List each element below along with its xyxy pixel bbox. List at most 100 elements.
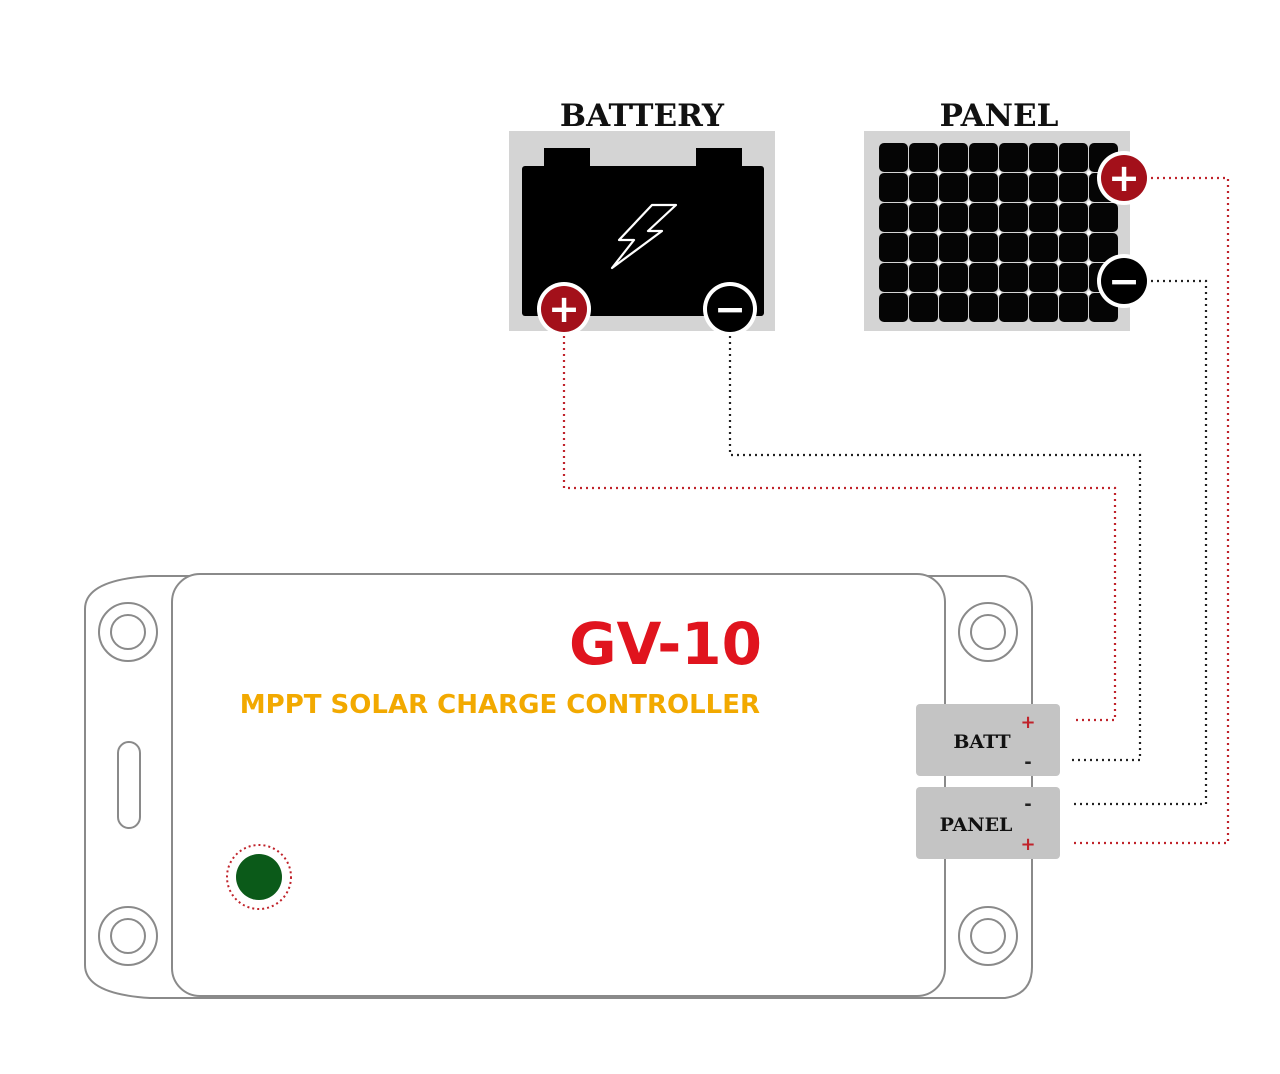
solar-cell-joint xyxy=(906,230,912,236)
solar-cell-joint xyxy=(1026,200,1032,206)
solar-cell-joint xyxy=(906,260,912,266)
batt-port-plus: + xyxy=(1020,712,1035,733)
solar-cell xyxy=(969,143,998,172)
solar-cell xyxy=(909,143,938,172)
solar-cell xyxy=(939,143,968,172)
panel-group: PANEL + − xyxy=(864,98,1151,331)
batt-port: BATT + - xyxy=(916,704,1060,776)
solar-cell xyxy=(879,233,908,262)
panel-label: PANEL xyxy=(940,98,1059,134)
svg-text:−: − xyxy=(1108,259,1140,303)
solar-cell-joint xyxy=(906,200,912,206)
controller-body xyxy=(171,573,946,997)
battery-group: BATTERY + − xyxy=(509,98,775,336)
solar-cell-joint xyxy=(906,290,912,296)
solar-cell xyxy=(999,263,1028,292)
solar-cell-joint xyxy=(1086,200,1092,206)
solar-cell xyxy=(879,203,908,232)
solar-cell-joint xyxy=(996,230,1002,236)
solar-cell xyxy=(1059,173,1088,202)
screw-hole-bottom-left xyxy=(98,906,158,966)
solar-cell-joint xyxy=(936,290,942,296)
solar-cell xyxy=(909,293,938,322)
controller-subtitle: MPPT SOLAR CHARGE CONTROLLER xyxy=(240,690,760,720)
solar-cell xyxy=(879,293,908,322)
solar-cell xyxy=(999,233,1028,262)
solar-cell-joint xyxy=(1026,170,1032,176)
solar-cell-joint xyxy=(1026,260,1032,266)
solar-cell-joint xyxy=(936,200,942,206)
wire-battery-positive xyxy=(562,336,1117,722)
solar-cell xyxy=(1029,233,1058,262)
solar-cell xyxy=(999,173,1028,202)
panel-port-label: PANEL xyxy=(940,814,1013,836)
solar-cell xyxy=(1059,293,1088,322)
solar-cell-joint xyxy=(966,200,972,206)
panel-negative-terminal: − xyxy=(1097,254,1151,308)
solar-cell xyxy=(1059,233,1088,262)
solar-cell-joint xyxy=(1056,290,1062,296)
solar-cell-joint xyxy=(996,170,1002,176)
charge-controller: GV-10 MPPT SOLAR CHARGE CONTROLLER BATT … xyxy=(84,573,1060,999)
solar-cell-joint xyxy=(966,290,972,296)
svg-text:+: + xyxy=(548,287,580,331)
solar-cell xyxy=(969,263,998,292)
solar-cell xyxy=(999,203,1028,232)
solar-cell xyxy=(969,233,998,262)
solar-cell-joint xyxy=(996,260,1002,266)
battery-positive-terminal: + xyxy=(537,282,591,336)
solar-cell-joint xyxy=(936,170,942,176)
svg-text:−: − xyxy=(714,287,746,331)
solar-cell xyxy=(879,143,908,172)
solar-panel-icon xyxy=(879,143,1118,322)
solar-cell-joint xyxy=(996,200,1002,206)
battery-label: BATTERY xyxy=(560,98,725,134)
solar-cell-joint xyxy=(1056,170,1062,176)
panel-port-minus: - xyxy=(1024,794,1031,815)
solar-cell xyxy=(909,173,938,202)
battery-icon xyxy=(522,148,764,316)
solar-cell xyxy=(1059,263,1088,292)
solar-cell xyxy=(969,293,998,322)
panel-positive-terminal: + xyxy=(1097,151,1151,205)
batt-port-label: BATT xyxy=(953,731,1010,753)
solar-cell xyxy=(939,173,968,202)
solar-cell-joint xyxy=(966,230,972,236)
solar-cell-joint xyxy=(1086,260,1092,266)
solar-cell xyxy=(1089,233,1118,262)
solar-cell xyxy=(1089,203,1118,232)
panel-port-plus: + xyxy=(1020,834,1035,855)
wire-battery-negative xyxy=(728,336,1142,762)
solar-cell xyxy=(1029,143,1058,172)
solar-cell xyxy=(939,203,968,232)
solar-cell-joint xyxy=(966,170,972,176)
solar-cell xyxy=(969,173,998,202)
panel-port: PANEL - + xyxy=(916,787,1060,859)
status-led-icon xyxy=(226,844,292,910)
solar-cell-joint xyxy=(936,230,942,236)
side-slot xyxy=(117,741,141,829)
solar-cell xyxy=(1029,203,1058,232)
screw-hole-bottom-right xyxy=(958,906,1018,966)
solar-cell-joint xyxy=(1086,170,1092,176)
solar-cell xyxy=(999,293,1028,322)
solar-cell xyxy=(879,263,908,292)
solar-cell xyxy=(1029,263,1058,292)
solar-cell xyxy=(939,293,968,322)
solar-cell-joint xyxy=(1056,200,1062,206)
solar-cell-joint xyxy=(996,290,1002,296)
solar-cell-joint xyxy=(1086,230,1092,236)
solar-cell-joint xyxy=(1056,260,1062,266)
solar-cell xyxy=(1029,173,1058,202)
screw-hole-top-right xyxy=(958,602,1018,662)
solar-cell-joint xyxy=(1026,230,1032,236)
solar-cell xyxy=(1059,143,1088,172)
solar-cell-joint xyxy=(906,170,912,176)
solar-cell xyxy=(909,233,938,262)
solar-cell xyxy=(1059,203,1088,232)
solar-cell xyxy=(909,203,938,232)
solar-cell xyxy=(939,263,968,292)
solar-cell-joint xyxy=(1086,290,1092,296)
solar-cell xyxy=(969,203,998,232)
